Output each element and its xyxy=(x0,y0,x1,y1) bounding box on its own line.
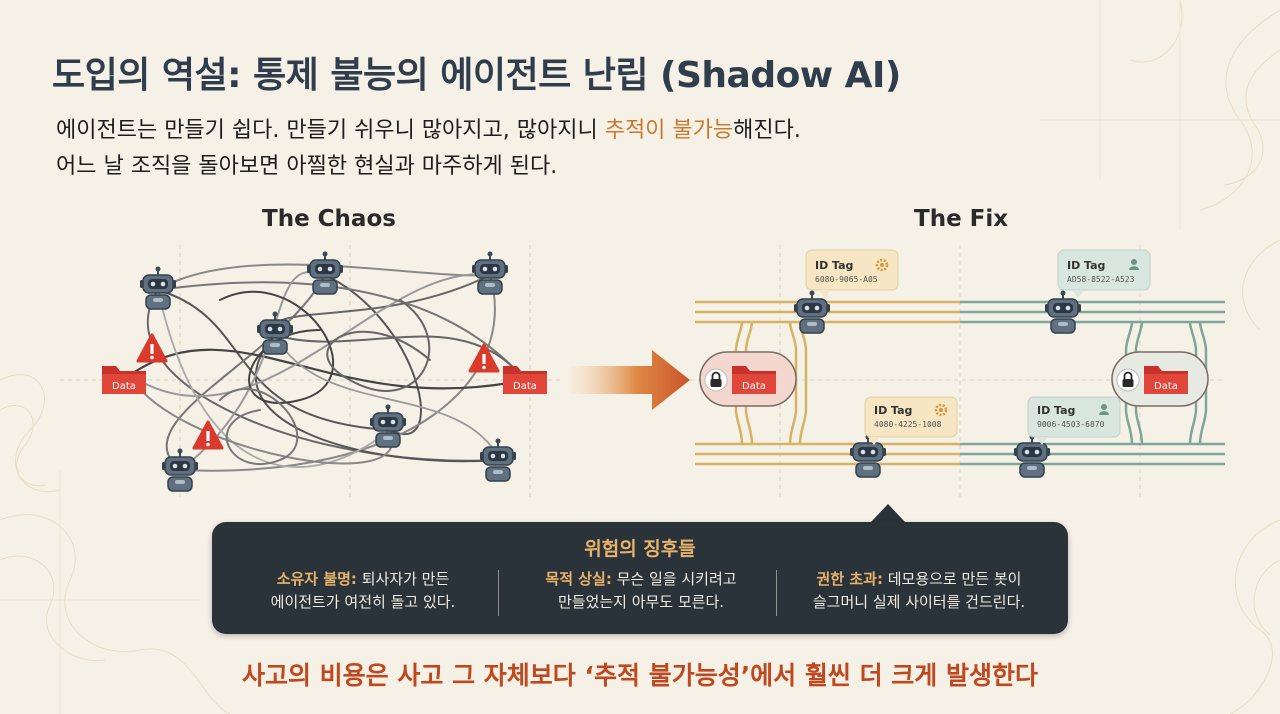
subtitle-line-2: 어느 날 조직을 돌아보면 아찔한 현실과 마주하게 된다. xyxy=(56,154,558,179)
robot-icon xyxy=(793,289,831,334)
id-tag-title: ID Tag xyxy=(1037,404,1075,417)
id-tag-2: ID Tag AD58-8522-A523 xyxy=(1057,249,1151,298)
id-tag-title: ID Tag xyxy=(815,259,853,272)
subtitle-line-1-before: 에이전트는 만들기 쉽다. 만들기 쉬우니 많아지고, 많아지니 xyxy=(56,118,605,143)
data-label: Data xyxy=(742,381,766,392)
chaos-tangle xyxy=(128,263,527,472)
robot-icon xyxy=(139,265,177,310)
risk-text: 무슨 일을 시키려고 xyxy=(611,570,737,588)
bottom-conclusion: 사고의 비용은 사고 그 자체보다 ‘추적 불가능성’에서 훨씬 더 크게 발생… xyxy=(241,661,1039,690)
risk-item-purpose: 목적 상실: 무슨 일을 시키려고 만들었는지 아무도 모른다. xyxy=(506,568,776,614)
divider xyxy=(498,570,499,616)
risk-text: 퇴사자가 만든 xyxy=(356,570,450,588)
id-tag-code: 6080-9065-A05 xyxy=(815,275,878,284)
divider xyxy=(776,570,777,616)
robot-icon xyxy=(161,447,199,492)
fix-data-hub-right: Data xyxy=(1111,351,1209,407)
user-icon xyxy=(1099,404,1109,415)
id-tag-code: 9006-4503-6870 xyxy=(1037,420,1105,429)
lock-icon xyxy=(704,368,728,392)
chaos-data-folder-left: Data xyxy=(102,366,146,394)
id-tag-title: ID Tag xyxy=(1067,259,1105,272)
page-title: 도입의 역설: 통제 불능의 에이전트 난립 (Shadow AI) xyxy=(52,55,901,96)
robot-icon xyxy=(306,250,344,295)
transition-arrow xyxy=(570,350,690,410)
risk-text: 만들었는지 아무도 모른다. xyxy=(557,593,725,611)
robot-icon xyxy=(849,433,887,478)
lock-icon xyxy=(1116,368,1140,392)
subtitle-line-1-after: 해진다. xyxy=(733,118,801,143)
id-tag-title: ID Tag xyxy=(874,404,912,417)
subtitle-highlight: 추적이 불가능 xyxy=(604,118,734,143)
risk-panel-notch xyxy=(870,504,906,523)
risk-item-owner: 소유자 불명: 퇴사자가 만든 에이전트가 여전히 돌고 있다. xyxy=(228,568,498,614)
robot-icon xyxy=(471,250,509,295)
gear-icon xyxy=(875,258,889,272)
id-tag-4: ID Tag 9006-4503-6870 xyxy=(1027,396,1121,445)
subtitle-line-1: 에이전트는 만들기 쉽다. 만들기 쉬우니 많아지고, 많아지니 추적이 불가능… xyxy=(56,112,801,144)
risk-key: 목적 상실: xyxy=(545,570,612,588)
robot-icon xyxy=(1044,289,1082,334)
fix-data-hub-left: Data xyxy=(699,351,797,407)
id-tag-code: AD58-8522-A523 xyxy=(1067,275,1135,284)
chaos-data-folder-right: Data xyxy=(503,366,547,394)
risk-text: 데모용으로 만든 봇이 xyxy=(882,570,1022,588)
fix-label: The Fix xyxy=(914,206,1009,232)
risk-item-permission: 권한 초과: 데모용으로 만든 봇이 슬그머니 실제 사이터를 건드린다. xyxy=(784,568,1054,614)
user-icon xyxy=(1129,259,1139,270)
data-label: Data xyxy=(513,381,537,392)
risk-text: 슬그머니 실제 사이터를 건드린다. xyxy=(812,593,1026,611)
risk-key: 권한 초과: xyxy=(816,570,883,588)
gear-icon xyxy=(934,403,948,417)
data-label: Data xyxy=(1154,381,1178,392)
data-label: Data xyxy=(112,381,136,392)
risk-key: 소유자 불명: xyxy=(276,570,357,588)
risk-panel-title: 위험의 징후들 xyxy=(584,538,696,560)
id-tag-3: ID Tag 4080-4225-1008 xyxy=(864,396,958,445)
id-tag-code: 4080-4225-1008 xyxy=(874,420,942,429)
id-tag-1: ID Tag 6080-9065-A05 xyxy=(805,249,899,298)
robot-icon xyxy=(369,403,407,448)
robot-icon xyxy=(479,437,517,482)
warning-icon xyxy=(136,333,168,363)
chaos-label: The Chaos xyxy=(262,206,396,232)
risk-text: 에이전트가 여전히 돌고 있다. xyxy=(270,593,456,611)
risk-panel: 위험의 징후들 소유자 불명: 퇴사자가 만든 에이전트가 여전히 돌고 있다.… xyxy=(212,522,1068,634)
